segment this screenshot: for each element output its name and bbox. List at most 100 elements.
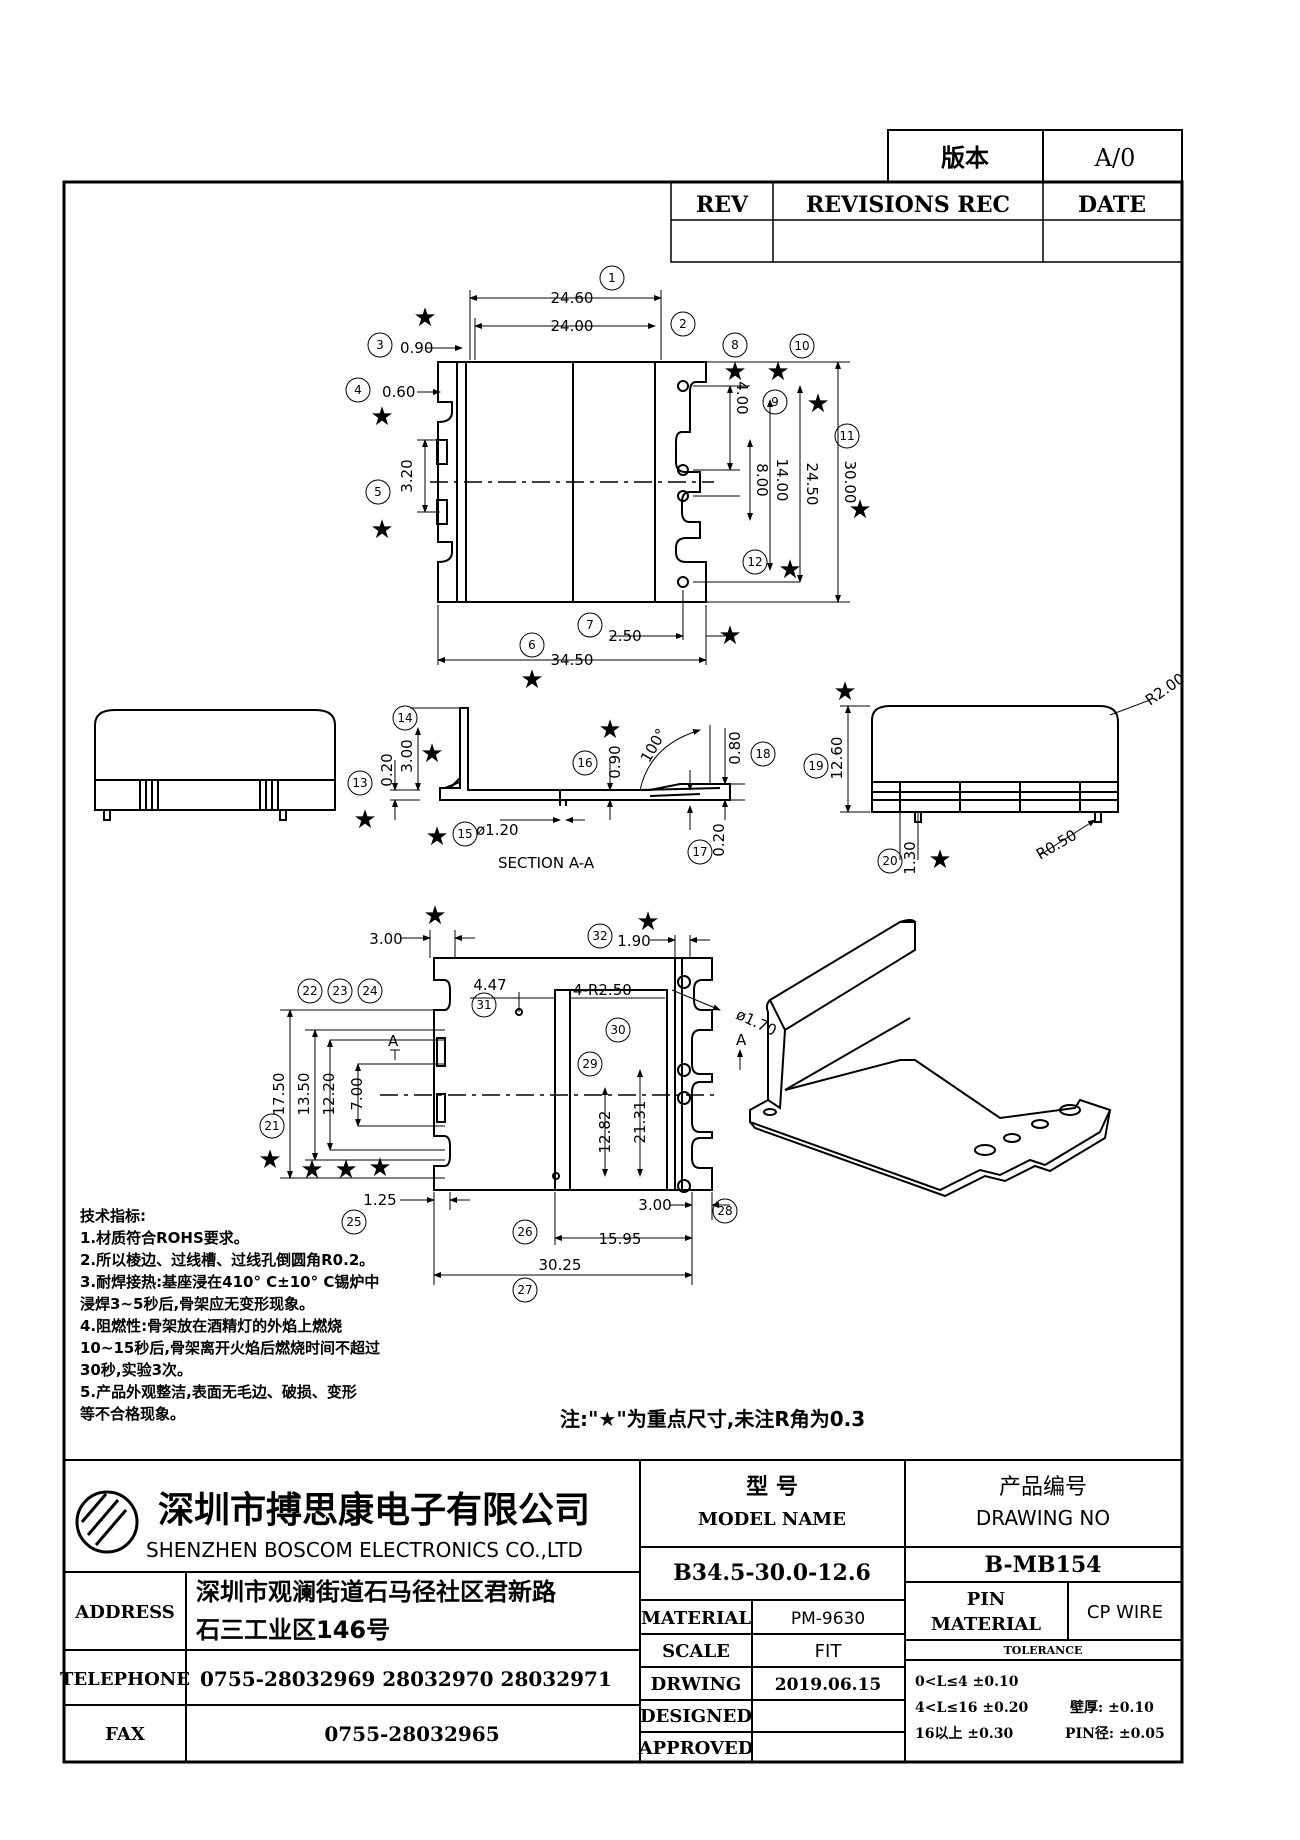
- note-5b: 等不合格现象。: [80, 1405, 186, 1423]
- balloon-4: 4: [354, 383, 362, 397]
- tolerance-label: TOLERANCE: [1004, 1644, 1083, 1657]
- dim-3-00-b: 3.00: [369, 930, 402, 948]
- balloon-28: 28: [717, 1204, 732, 1218]
- company-logo: [75, 1490, 139, 1554]
- drawing-label-en: DRAWING NO: [976, 1506, 1110, 1530]
- date-header: DATE: [1078, 192, 1146, 218]
- dim-17-50: 17.50: [270, 1073, 288, 1116]
- star-icon: ★: [370, 402, 393, 432]
- balloon-13: 13: [352, 776, 367, 790]
- star-icon: ★: [423, 901, 446, 931]
- dim-3-00-a: 3.00: [398, 739, 416, 772]
- balloon-6: 6: [528, 638, 536, 652]
- balloon-2: 2: [679, 317, 687, 331]
- balloon-27: 27: [517, 1283, 532, 1297]
- revisions-header: REVISIONS REC: [806, 192, 1010, 218]
- dim-1-30: 1.30: [901, 841, 919, 874]
- balloon-numbers: 1 2 3 4 5 6 7 8 9 10 11 12 13 14 15 16 1…: [264, 271, 897, 1297]
- address-line-1: 深圳市观澜街道石马径社区君新路: [196, 1578, 557, 1606]
- tolerance-line-1: 0<L≤4 ±0.10: [915, 1674, 1019, 1690]
- balloon-21: 21: [264, 1119, 279, 1133]
- dim-34-50: 34.50: [551, 651, 594, 669]
- pin-value: CP WIRE: [1087, 1602, 1163, 1623]
- fax-label: FAX: [105, 1724, 145, 1745]
- balloon-29: 29: [582, 1057, 597, 1071]
- note-3a: 3.耐焊接热:基座浸在410° C±10° C锡炉中: [80, 1273, 380, 1291]
- balloon-1: 1: [608, 271, 616, 285]
- dim-12-20: 12.20: [320, 1073, 338, 1116]
- balloon-12: 12: [747, 555, 762, 569]
- dim-13-50: 13.50: [295, 1073, 313, 1116]
- version-value: A/0: [1094, 144, 1136, 172]
- balloons: [259, 265, 903, 1303]
- model-value: B34.5-30.0-12.6: [673, 1560, 871, 1586]
- balloon-31: 31: [476, 998, 491, 1012]
- isometric-view: [749, 919, 1112, 1198]
- version-label: 版本: [941, 143, 989, 172]
- star-icon: ★: [636, 907, 659, 937]
- note-4b: 10~15秒后,骨架离开火焰后燃烧时间不超过: [80, 1339, 381, 1357]
- balloon-22: 22: [302, 984, 317, 998]
- tolerance-pin: PIN径: ±0.05: [1065, 1725, 1165, 1742]
- star-icon: ★: [718, 621, 741, 651]
- sheet-border: [62, 180, 1184, 1764]
- balloon-11: 11: [839, 429, 854, 443]
- model-label-en: MODEL NAME: [698, 1509, 846, 1530]
- bottom-view: [380, 957, 720, 1193]
- title-block-grid: [64, 1459, 1182, 1762]
- drawing-value: B-MB154: [984, 1552, 1101, 1578]
- dim-2-50: 2.50: [608, 627, 641, 645]
- balloon-14: 14: [397, 711, 412, 725]
- note-4a: 4.阻燃性:骨架放在酒精灯的外焰上燃烧: [80, 1317, 343, 1335]
- star-icon: ★: [833, 677, 856, 707]
- star-icon: ★: [425, 822, 448, 852]
- tolerance-line-2: 4<L≤16 ±0.20: [915, 1700, 1028, 1716]
- star-icon: ★: [766, 357, 789, 387]
- address-line-2: 石三工业区146号: [195, 1616, 390, 1644]
- address-label: ADDRESS: [74, 1602, 174, 1623]
- balloon-32: 32: [592, 929, 607, 943]
- star-icon: ★: [334, 1155, 357, 1185]
- star-icon: ★: [353, 805, 376, 835]
- drawing-label-cn: 产品编号: [999, 1475, 1087, 1500]
- side-view-right: [871, 705, 1119, 823]
- dim-12-82: 12.82: [596, 1111, 614, 1154]
- company-name-cn: 深圳市搏思康电子有限公司: [158, 1489, 590, 1531]
- dim-3-00-c: 3.00: [638, 1196, 671, 1214]
- balloon-23: 23: [332, 984, 347, 998]
- version-box: [887, 129, 1183, 183]
- dim-8-00: 8.00: [753, 463, 771, 496]
- note-2: 2.所以棱边、过线槽、过线孔倒圆角R0.2。: [80, 1251, 375, 1269]
- section-mark-a-right: A: [736, 1031, 747, 1049]
- dim-100-deg: 100°: [637, 725, 671, 765]
- star-icon: ★: [413, 303, 436, 333]
- balloon-10: 10: [794, 339, 809, 353]
- section-a-a: [439, 707, 731, 806]
- dim-7-00: 7.00: [348, 1077, 366, 1110]
- dim-4-47: 4.47: [473, 976, 506, 994]
- note-1: 1.材质符合ROHS要求。: [80, 1229, 249, 1247]
- dim-1-25: 1.25: [363, 1191, 396, 1209]
- dim-24-00: 24.00: [551, 317, 594, 335]
- star-icon: ★: [300, 1155, 323, 1185]
- balloon-18: 18: [755, 747, 770, 761]
- pin-label: PIN: [967, 1589, 1005, 1610]
- front-view-left: [94, 709, 336, 821]
- balloon-7: 7: [586, 618, 594, 632]
- top-view-dimensions: [417, 290, 850, 665]
- revision-table: [670, 181, 1183, 263]
- star-icon: ★: [420, 739, 443, 769]
- dim-0-20-b: 0.20: [710, 823, 728, 856]
- dim-24-60: 24.60: [551, 289, 594, 307]
- balloon-15: 15: [457, 827, 472, 841]
- top-view: [430, 361, 714, 603]
- dim-3-20: 3.20: [398, 459, 416, 492]
- bottom-view-dimensions: [280, 930, 743, 1285]
- star-icon: ★: [520, 665, 543, 695]
- section-mark-a-left: A: [388, 1032, 399, 1050]
- notes-title: 技术指标:: [80, 1207, 146, 1225]
- balloon-17: 17: [692, 845, 707, 859]
- dim-0-90-b: 0.90: [606, 745, 624, 778]
- star-icon: ★: [723, 357, 746, 387]
